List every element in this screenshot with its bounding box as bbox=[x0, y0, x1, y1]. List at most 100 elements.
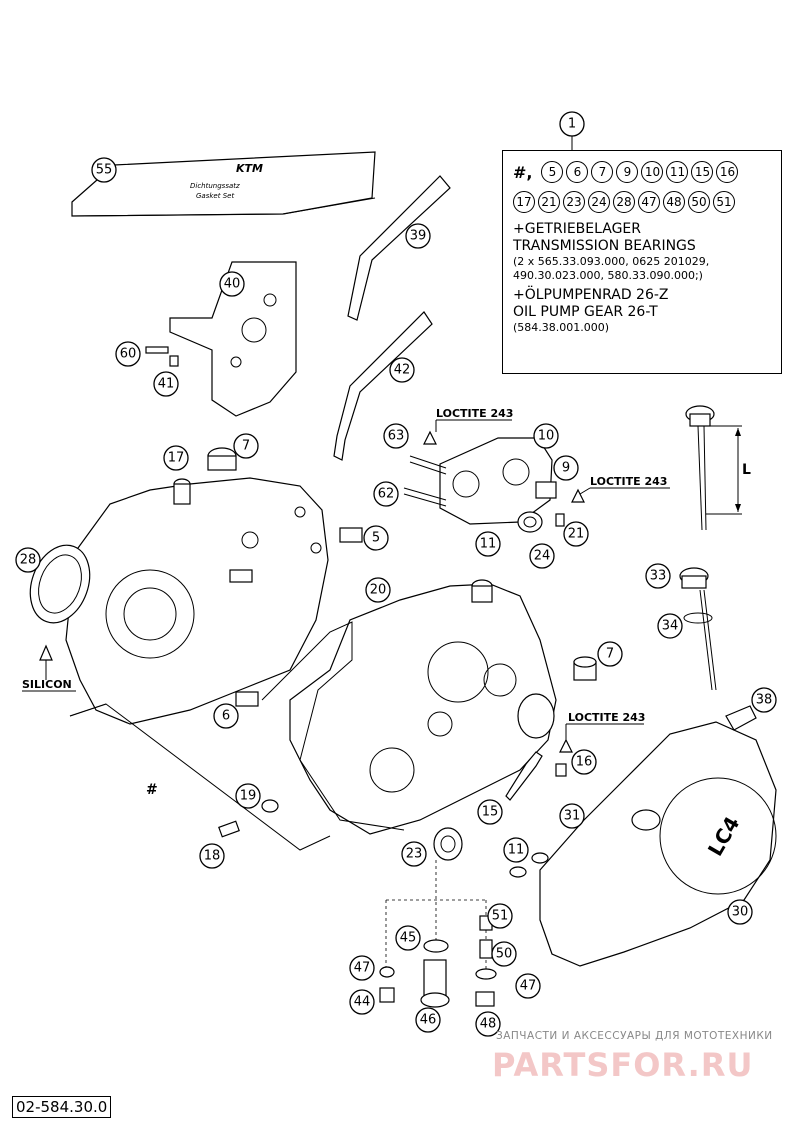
callouts: 1 55 39 40 42 60 41 17 7 63 10 9 62 21 1… bbox=[15, 111, 777, 1037]
svg-text:20: 20 bbox=[370, 583, 387, 598]
kit-item: 50 bbox=[688, 191, 710, 213]
kit-note-line-1: +GETRIEBELAGER bbox=[513, 221, 642, 237]
callout-63: 63 bbox=[383, 423, 409, 449]
kit-item: 9 bbox=[616, 161, 639, 183]
kit-item: 6 bbox=[566, 161, 589, 183]
kit-item: 24 bbox=[588, 191, 610, 213]
callout-15: 15 bbox=[477, 799, 503, 825]
callout-9: 9 bbox=[553, 455, 579, 481]
svg-text:16: 16 bbox=[576, 755, 593, 770]
kit-row-1: #, 5 6 7 9 10 11 15 16 bbox=[513, 159, 775, 185]
callout-33: 33 bbox=[645, 563, 671, 589]
svg-text:1: 1 bbox=[568, 117, 576, 132]
svg-text:40: 40 bbox=[224, 277, 241, 292]
kit-item: 48 bbox=[663, 191, 685, 213]
svg-text:39: 39 bbox=[410, 229, 427, 244]
svg-text:31: 31 bbox=[564, 809, 581, 824]
leader-lines bbox=[435, 136, 670, 740]
kit-note-line-3: (2 x 565.33.093.000, 0625 201029, bbox=[513, 255, 710, 268]
gasket-line2: Gasket Set bbox=[196, 192, 234, 200]
kit-info-box: #, 5 6 7 9 10 11 15 16 17 21 23 24 28 47… bbox=[502, 150, 782, 374]
kit-note-line-6: OIL PUMP GEAR 26-T bbox=[513, 304, 658, 320]
callout-23: 23 bbox=[401, 841, 427, 867]
callout-31: 31 bbox=[559, 803, 585, 829]
svg-text:50: 50 bbox=[496, 947, 513, 962]
gasket-logo: KTM bbox=[236, 162, 263, 175]
kit-hash: #, bbox=[513, 162, 533, 182]
svg-text:47: 47 bbox=[520, 979, 537, 994]
callout-17: 17 bbox=[163, 445, 189, 471]
svg-text:9: 9 bbox=[562, 461, 570, 476]
callout-24: 24 bbox=[529, 543, 555, 569]
svg-text:45: 45 bbox=[400, 931, 417, 946]
callout-1: 1 bbox=[559, 111, 585, 137]
callout-38: 38 bbox=[751, 687, 777, 713]
kit-item: 7 bbox=[591, 161, 614, 183]
watermark-logo: PARTSFOR.RU bbox=[492, 1046, 754, 1084]
callout-28: 28 bbox=[15, 547, 41, 573]
callout-19: 19 bbox=[235, 783, 261, 809]
kit-item: 11 bbox=[666, 161, 689, 183]
svg-text:42: 42 bbox=[394, 363, 411, 378]
svg-text:6: 6 bbox=[222, 709, 230, 724]
kit-item: 15 bbox=[691, 161, 714, 183]
drain-parts bbox=[379, 860, 497, 1008]
callout-7b: 7 bbox=[597, 641, 623, 667]
silicon-label: SILICON bbox=[22, 678, 72, 691]
dipstick: L bbox=[685, 405, 751, 531]
kit-item: 23 bbox=[563, 191, 585, 213]
callout-18: 18 bbox=[199, 843, 225, 869]
svg-text:47: 47 bbox=[354, 961, 371, 976]
callout-42: 42 bbox=[389, 357, 415, 383]
callout-11b: 11 bbox=[503, 837, 529, 863]
kit-item: 10 bbox=[641, 161, 664, 183]
callout-45: 45 bbox=[395, 925, 421, 951]
callout-34: 34 bbox=[657, 613, 683, 639]
cover-plate-40 bbox=[169, 261, 297, 417]
svg-text:7: 7 bbox=[242, 439, 250, 454]
callout-50: 50 bbox=[491, 941, 517, 967]
svg-text:48: 48 bbox=[480, 1017, 497, 1032]
kit-note-line-2: TRANSMISSION BEARINGS bbox=[513, 238, 696, 254]
svg-text:18: 18 bbox=[204, 849, 221, 864]
watermark-tagline: ЗАПЧАСТИ И АКСЕССУАРЫ ДЛЯ МОТОТЕХНИКИ bbox=[496, 1030, 773, 1042]
kit-row-2: 17 21 23 24 28 47 48 50 51 bbox=[513, 189, 775, 215]
bracket-42 bbox=[333, 311, 433, 461]
svg-text:19: 19 bbox=[240, 789, 257, 804]
assembly-frame: # bbox=[69, 703, 331, 851]
svg-text:34: 34 bbox=[662, 619, 679, 634]
svg-text:15: 15 bbox=[482, 805, 499, 820]
callout-16: 16 bbox=[571, 749, 597, 775]
clutch-cover: LC4 bbox=[509, 705, 777, 967]
bushing-5 bbox=[339, 527, 363, 543]
callout-55: 55 bbox=[91, 157, 117, 183]
callout-6: 6 bbox=[213, 703, 239, 729]
svg-text:33: 33 bbox=[650, 569, 667, 584]
loctite-label-b: LOCTITE 243 bbox=[590, 475, 667, 488]
callout-60: 60 bbox=[115, 341, 141, 367]
svg-text:41: 41 bbox=[158, 377, 175, 392]
callout-39: 39 bbox=[405, 223, 431, 249]
callout-41: 41 bbox=[153, 371, 179, 397]
svg-text:30: 30 bbox=[732, 905, 749, 920]
bushing-6 bbox=[235, 691, 259, 707]
loctite-label-c: LOCTITE 243 bbox=[568, 711, 645, 724]
svg-text:51: 51 bbox=[492, 909, 509, 924]
kit-item: 16 bbox=[716, 161, 739, 183]
filler-plug bbox=[679, 567, 717, 691]
callout-47b: 47 bbox=[515, 973, 541, 999]
callout-11a: 11 bbox=[475, 531, 501, 557]
svg-text:24: 24 bbox=[534, 549, 551, 564]
svg-text:11: 11 bbox=[480, 537, 497, 552]
callout-51: 51 bbox=[487, 903, 513, 929]
hash-label: # bbox=[146, 782, 158, 798]
svg-text:60: 60 bbox=[120, 347, 137, 362]
callout-40: 40 bbox=[219, 271, 245, 297]
bracket-39 bbox=[347, 175, 451, 321]
callout-7a: 7 bbox=[233, 433, 259, 459]
crankcase-right bbox=[218, 579, 597, 861]
svg-text:38: 38 bbox=[756, 693, 773, 708]
kit-item: 28 bbox=[613, 191, 635, 213]
kit-item: 5 bbox=[541, 161, 564, 183]
bolt-60 bbox=[145, 346, 179, 367]
